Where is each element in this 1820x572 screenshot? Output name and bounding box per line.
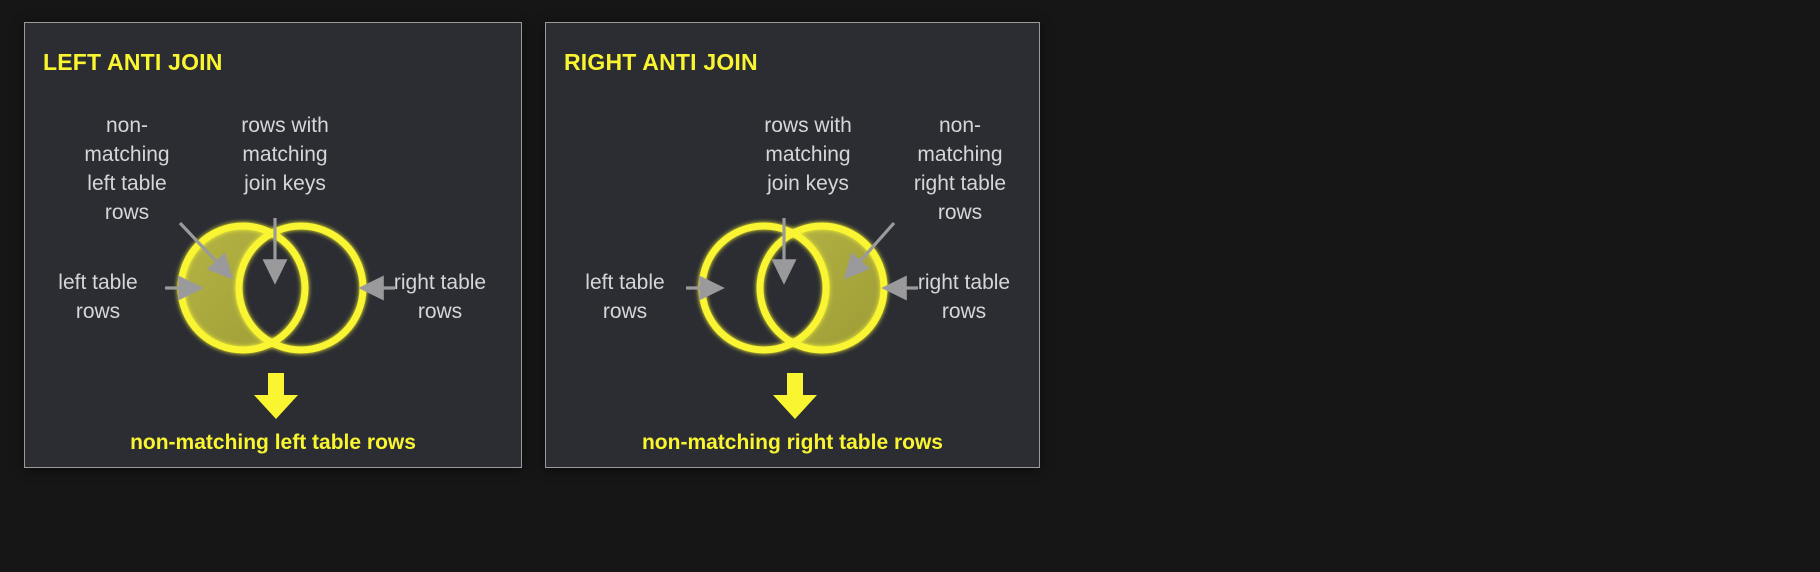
callout-non-matching-left-rows: non- matching left table rows bbox=[84, 114, 170, 224]
page-title-right-anti-join: RIGHT ANTI JOIN bbox=[564, 49, 758, 75]
panel-left-anti-join: LEFT ANTI JOIN non- matching left table … bbox=[24, 22, 522, 468]
callout-matching-join-keys: rows with matching join keys bbox=[764, 114, 852, 195]
venn-diagram-left-anti-join bbox=[177, 222, 367, 354]
label-right-table-rows: right table rows bbox=[917, 271, 1011, 323]
result-caption-right-anti-join: non-matching right table rows bbox=[641, 431, 943, 454]
venn-region-left-only bbox=[181, 226, 305, 350]
page-title-left-anti-join: LEFT ANTI JOIN bbox=[43, 49, 223, 75]
label-left-table-rows: left table rows bbox=[585, 271, 665, 323]
venn-diagram-right-anti-join bbox=[698, 222, 888, 354]
label-right-table-rows: right table rows bbox=[393, 271, 487, 323]
result-down-arrow-icon bbox=[254, 373, 298, 419]
venn-region-right-only bbox=[760, 226, 884, 350]
result-down-arrow-icon bbox=[773, 373, 817, 419]
result-caption-left-anti-join: non-matching left table rows bbox=[130, 431, 416, 454]
callout-matching-join-keys: rows with matching join keys bbox=[241, 114, 329, 195]
label-left-table-rows: left table rows bbox=[58, 271, 138, 323]
panel-right-anti-join: RIGHT ANTI JOIN rows with matching join … bbox=[545, 22, 1040, 468]
callout-non-matching-right-rows: non- matching right table rows bbox=[913, 114, 1007, 224]
